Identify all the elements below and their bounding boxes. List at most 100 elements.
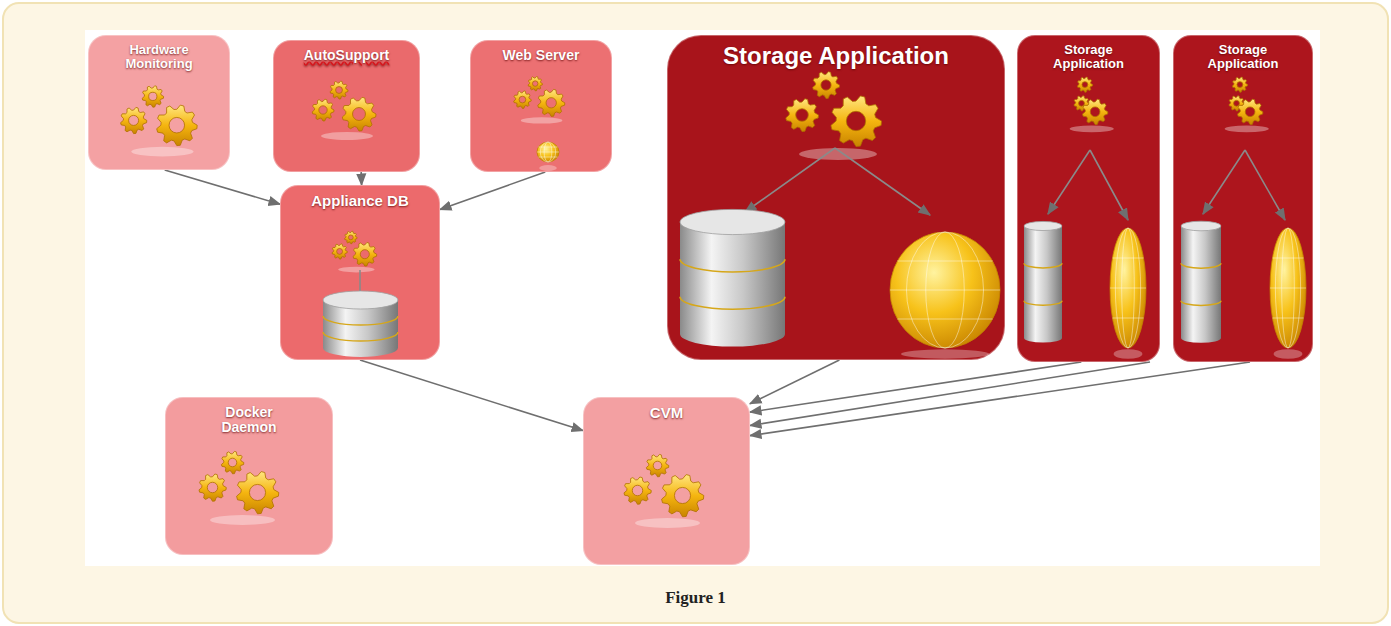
database-icon [323, 291, 398, 357]
globe-icon [539, 165, 557, 171]
gear-icon [813, 72, 840, 99]
database-icon [680, 222, 785, 334]
node-label: Appliance DB [290, 186, 430, 210]
gear-icon [1083, 99, 1108, 124]
gear-icon [237, 472, 279, 514]
globe-icon [537, 152, 559, 153]
globe-icon [897, 319, 992, 320]
gear-icon [121, 86, 198, 157]
gear-icon [142, 86, 163, 107]
gear-icon [1070, 77, 1114, 132]
globe-icon [1110, 228, 1146, 359]
node-label: Web Server [476, 41, 606, 63]
gear-icon [353, 243, 377, 267]
gear-icon [332, 231, 377, 272]
globe-icon [1282, 228, 1295, 348]
gear-icon [1232, 77, 1247, 92]
gear-icon [786, 99, 819, 132]
globe-icon [1110, 288, 1146, 289]
gear-icon [624, 477, 651, 504]
gear-icon [514, 91, 532, 109]
globe-icon [540, 142, 555, 162]
globe-icon [1270, 288, 1306, 289]
figure-panel [85, 30, 1320, 566]
globe-icon [926, 232, 965, 348]
database-icon [1024, 263, 1062, 268]
database-icon [323, 316, 398, 325]
gear-icon [624, 454, 704, 528]
globe-icon [1110, 228, 1146, 348]
globe-icon [538, 147, 557, 148]
gear-icon [538, 89, 565, 116]
globe-icon [538, 157, 557, 158]
internal-link [745, 148, 835, 212]
arrow-connector [750, 362, 1150, 426]
gear-icon [1077, 77, 1092, 92]
node-label: Docker Daemon [199, 398, 299, 436]
arrow-connector [165, 170, 280, 204]
internal-link [359, 270, 361, 300]
globe-icon [1115, 228, 1140, 348]
database-icon [323, 291, 398, 309]
database-icon [680, 321, 785, 346]
gear-icon [345, 231, 358, 244]
arrow-connector [360, 360, 583, 431]
globe-icon [1270, 228, 1306, 359]
gear-icon [312, 99, 334, 121]
gear-icon [521, 117, 563, 123]
service-box: Hardware Monitoring [88, 35, 230, 170]
internal-link [1245, 150, 1285, 220]
node-label: CVM [597, 398, 737, 422]
gear-icon [1225, 77, 1269, 132]
node-label: Storage Application [1044, 36, 1134, 72]
arrow-connector [750, 362, 1081, 412]
gear-icon [1225, 125, 1269, 132]
gear-icon [1229, 96, 1244, 111]
database-icon [323, 339, 398, 357]
database-icon [1181, 226, 1221, 338]
arrow-connector [440, 172, 545, 210]
globe-icon [907, 232, 984, 348]
globe-icon [1272, 258, 1303, 259]
database-icon [1024, 221, 1062, 230]
gear-icon [312, 81, 376, 140]
globe-icon [537, 142, 559, 162]
gear-icon [330, 81, 348, 99]
node-label: Hardware Monitoring [109, 36, 209, 72]
service-box: CVM [583, 397, 750, 565]
globe-icon [1270, 228, 1306, 348]
globe-icon [537, 142, 559, 171]
database-icon [1181, 221, 1221, 343]
gear-icon [514, 77, 565, 124]
globe-icon [1114, 349, 1143, 359]
node-label: AutoSupport [282, 41, 412, 63]
database-icon [1024, 333, 1062, 342]
gear-icon [635, 518, 700, 528]
application-panel: Storage Application [1017, 35, 1160, 362]
gear-icon [1070, 125, 1114, 132]
globe-icon [1112, 258, 1143, 259]
globe-icon [1122, 228, 1135, 348]
database-icon [1181, 333, 1221, 343]
internal-link [835, 148, 930, 215]
globe-icon [897, 261, 992, 262]
gear-icon [131, 147, 193, 157]
gear-icon [121, 107, 147, 133]
node-label: Storage Application [1198, 36, 1288, 72]
figure-caption: Figure 1 [0, 588, 1391, 608]
gear-icon [786, 72, 882, 160]
globe-icon [890, 290, 1000, 291]
database-icon [680, 209, 785, 346]
application-panel: Storage Application [667, 35, 1005, 360]
globe-icon [890, 232, 1000, 348]
globe-icon [1272, 318, 1303, 319]
database-icon [1024, 301, 1062, 306]
service-box: AutoSupport [273, 40, 420, 172]
page-frame [3, 3, 1388, 623]
node-label: Storage Application [676, 36, 996, 69]
globe-icon [544, 142, 552, 162]
database-icon [323, 300, 398, 348]
service-box: Docker Daemon [165, 397, 333, 555]
